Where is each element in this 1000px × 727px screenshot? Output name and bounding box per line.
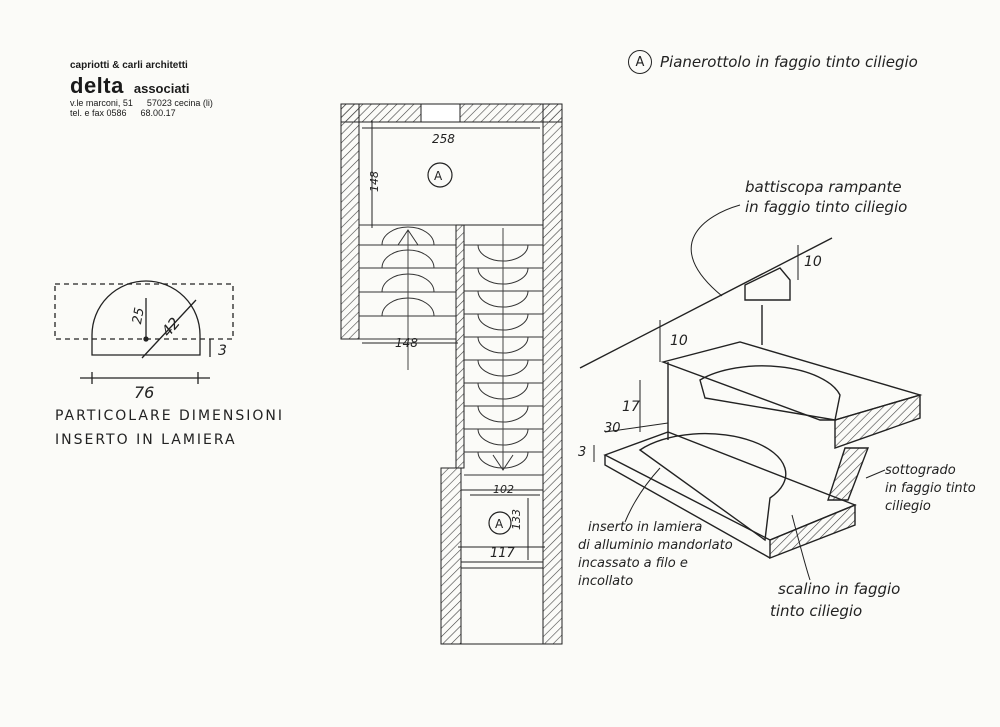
insert-detail: [54, 280, 234, 384]
drawing-title: A Pianerottolo in faggio tinto ciliegio: [628, 50, 918, 74]
firm-phone-number: 68.00.17: [140, 108, 176, 119]
plan-dim-lower-depth: 133: [510, 509, 523, 530]
top-opening: [420, 103, 461, 123]
wall-lower-left: [440, 467, 462, 645]
label-insert-line2: di alluminio mandorlato: [578, 538, 733, 553]
upper-tread-section: [834, 394, 921, 449]
step-section: [579, 204, 923, 581]
label-riser-line2: in faggio tinto: [885, 481, 976, 496]
firm-logo-row: delta associati: [70, 73, 213, 98]
firm-street: v.le marconi, 51: [70, 97, 133, 108]
title-text: Pianerottolo in faggio tinto ciliegio: [660, 53, 918, 71]
dim-tread-line: [604, 422, 669, 433]
firm-city: 57023 cecina (li): [146, 97, 213, 108]
section-dim-skirting-top: 10: [804, 254, 822, 270]
lower-landing: [460, 489, 544, 563]
detail-dim-width: 76: [134, 383, 154, 402]
insert-center-dot: [143, 336, 149, 342]
label-insert-line1: inserto in lamiera: [588, 520, 703, 535]
plan-marker-bottom: A: [495, 517, 504, 531]
plan-dim-lower-width: 102: [493, 483, 514, 496]
lower-recess: [460, 567, 544, 645]
label-step-line2: tinto ciliegio: [770, 602, 863, 620]
plan-dimensions: [362, 120, 545, 560]
leader-insert: [624, 467, 661, 523]
label-riser-line1: sottogrado: [885, 463, 956, 478]
left-flight: [359, 224, 456, 370]
plan-marker-top-circle: [427, 162, 453, 188]
label-step-line1: scalino in faggio: [778, 580, 901, 598]
detail-caption-line2: INSERTO IN LAMIERA: [55, 432, 237, 448]
label-insert-line4: incollato: [578, 574, 634, 589]
firm-phone: tel. e fax 0586 68.00.17: [70, 108, 213, 118]
label-skirting-line1: battiscopa rampante: [745, 178, 902, 196]
insert-radius-line: [141, 299, 197, 359]
detail-caption-line1: PARTICOLARE DIMENSIONI: [55, 408, 284, 424]
plan-dim-lower-bottom: 117: [490, 546, 516, 561]
insert-half-circle: [91, 280, 201, 356]
leader-riser: [865, 469, 886, 479]
riser-section: [827, 447, 870, 501]
firm-name: capriotti & carli architetti: [70, 60, 188, 71]
plan-marker-bottom-circle: [488, 511, 512, 535]
plan-dim-top-width: 258: [432, 132, 455, 146]
firm-header: capriotti & carli architetti delta assoc…: [70, 60, 213, 118]
leader-step: [791, 514, 811, 581]
section-dim-skirting-side: 10: [670, 333, 688, 349]
stair-center-wall: [455, 224, 465, 469]
plan-marker-top: A: [434, 169, 443, 183]
detail-dim-height: 25: [130, 306, 148, 325]
label-insert-line3: incassato a filo e: [578, 556, 688, 571]
lower-insert: [638, 432, 787, 542]
skirting-profile: [744, 267, 791, 301]
firm-address: v.le marconi, 51 57023 cecina (li): [70, 98, 213, 108]
firm-phone-label: tel. e fax 0586: [70, 108, 127, 119]
plan-dim-flight-width: 148: [395, 336, 418, 350]
wall-left: [340, 103, 360, 340]
lower-tread-edge: [604, 455, 771, 559]
detail-dim-thickness: 3: [218, 343, 227, 359]
lower-tread-section: [769, 503, 856, 560]
title-marker: A: [628, 50, 652, 74]
upper-insert: [699, 365, 841, 421]
section-dim-riser: 17: [622, 399, 640, 415]
firm-logo: delta: [70, 72, 124, 98]
firm-associati: associati: [133, 80, 190, 96]
wall-right: [542, 103, 563, 645]
section-dim-tread: 30: [604, 421, 621, 436]
label-riser-line3: ciliegio: [885, 499, 931, 514]
skirting-line: [579, 237, 833, 369]
leader-skirting: [690, 204, 741, 297]
label-skirting-line2: in faggio tinto ciliegio: [745, 198, 908, 216]
stair-plan: [340, 103, 563, 645]
section-dim-thickness: 3: [578, 445, 586, 460]
plan-dim-landing-depth: 148: [368, 171, 381, 192]
right-flight: [464, 228, 543, 476]
